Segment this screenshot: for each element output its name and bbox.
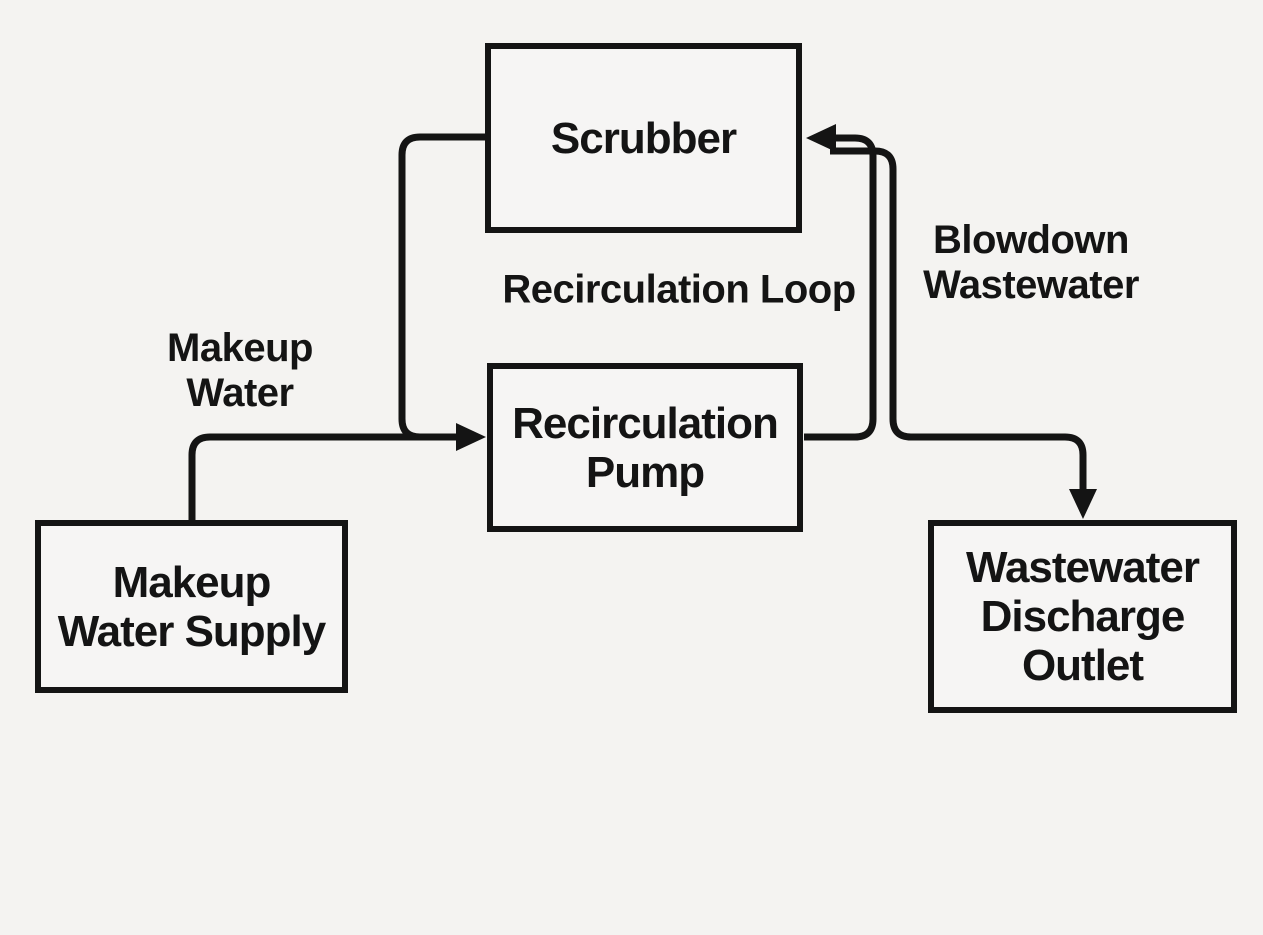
edge-scrubber-to-discharge-outlet [830, 147, 1087, 490]
node-scrubber: Scrubber [485, 43, 802, 233]
arrowhead-into-pump [456, 423, 486, 451]
node-wastewater-discharge-outlet-label: Wastewater Discharge Outlet [966, 543, 1200, 690]
edge-label-recirculation-loop: Recirculation Loop [502, 267, 856, 312]
node-makeup-water-supply-label: Makeup Water Supply [57, 557, 327, 656]
arrowhead-into-scrubber [806, 124, 836, 152]
node-recirculation-pump-label: Recirculation Pump [512, 398, 779, 497]
node-scrubber-label: Scrubber [550, 113, 737, 163]
edge-makeup-supply-to-pump [188, 433, 450, 520]
arrowhead-into-discharge-outlet [1069, 489, 1097, 519]
node-wastewater-discharge-outlet: Wastewater Discharge Outlet [928, 520, 1237, 713]
edge-label-makeup-water: Makeup Water [167, 326, 313, 415]
edge-pump-to-scrubber [804, 134, 877, 441]
node-recirculation-pump: Recirculation Pump [487, 363, 803, 532]
edge-label-blowdown-wastewater: Blowdown Wastewater [923, 218, 1139, 307]
node-makeup-water-supply: Makeup Water Supply [35, 520, 348, 693]
edge-scrubber-to-pump [398, 133, 489, 441]
